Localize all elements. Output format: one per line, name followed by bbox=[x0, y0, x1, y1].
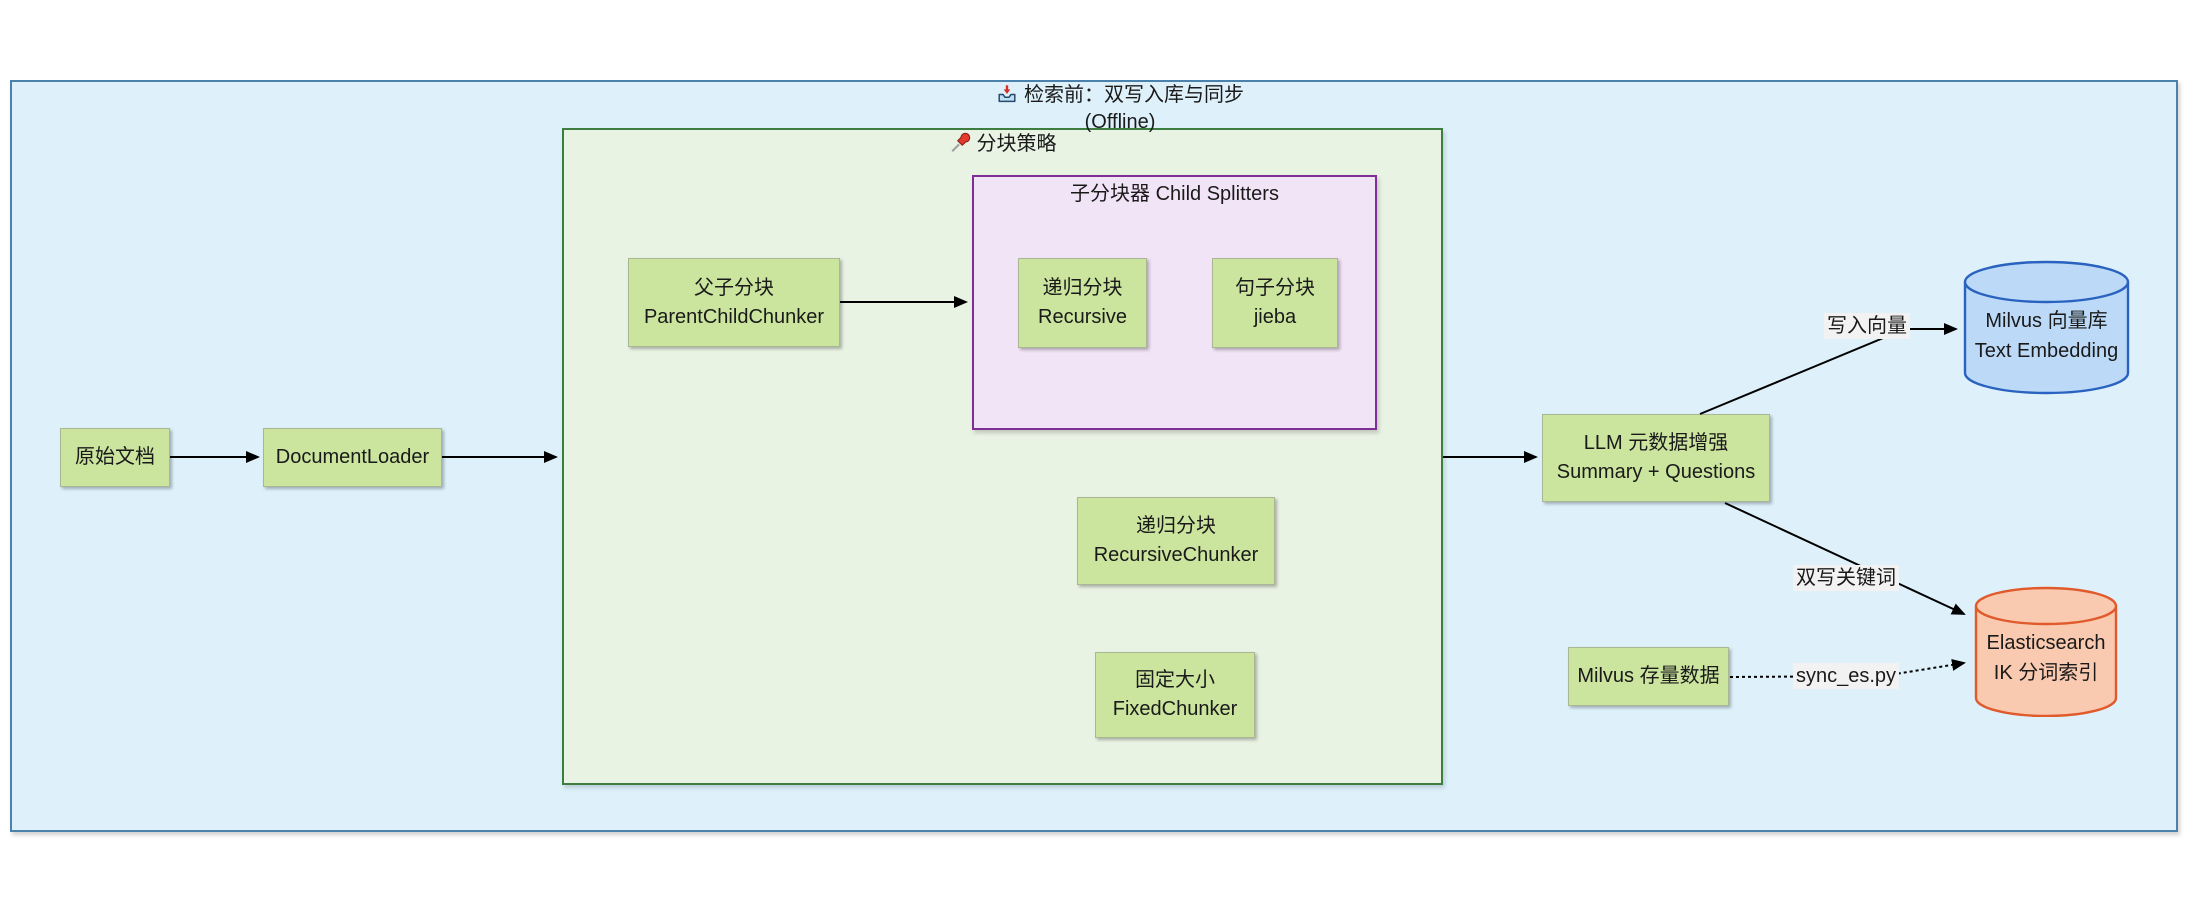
edge-label-write-vector: 写入向量 bbox=[1824, 313, 1910, 339]
node-recursive-child-splitter[interactable]: 递归分块 Recursive bbox=[1018, 258, 1147, 348]
node-recursive-chunker[interactable]: 递归分块 RecursiveChunker bbox=[1077, 497, 1275, 585]
edge-label-dual-write-keywords: 双写关键词 bbox=[1793, 565, 1899, 591]
pushpin-icon bbox=[949, 132, 971, 154]
milvus-database-cylinder[interactable]: Milvus 向量库 Text Embedding bbox=[1963, 260, 2130, 395]
node-document-loader[interactable]: DocumentLoader bbox=[263, 428, 442, 487]
cylinder-shape bbox=[1974, 586, 2118, 718]
milvus-database-label: Milvus 向量库 Text Embedding bbox=[1974, 309, 2119, 362]
diagram-title: 检索前：双写入库与同步 (Offline) bbox=[920, 82, 1320, 136]
edge-label-sync-script: sync_es.py bbox=[1793, 663, 1900, 689]
diagram-title-text: 检索前：双写入库与同步 bbox=[1024, 84, 1244, 106]
node-fixed-chunker[interactable]: 固定大小 FixedChunker bbox=[1095, 652, 1255, 738]
elasticsearch-label: Elasticsearch IK 分词索引 bbox=[1986, 631, 2106, 684]
node-raw-documents[interactable]: 原始文档 bbox=[60, 428, 170, 487]
node-llm-metadata-enrich[interactable]: LLM 元数据增强 Summary + Questions bbox=[1542, 414, 1770, 502]
node-parent-child-chunker[interactable]: 父子分块 ParentChildChunker bbox=[628, 258, 840, 347]
node-milvus-existing-data[interactable]: Milvus 存量数据 bbox=[1568, 647, 1729, 706]
inbox-tray-icon bbox=[996, 83, 1018, 105]
diagram-title-line2: (Offline) bbox=[1084, 111, 1156, 133]
elasticsearch-cylinder[interactable]: Elasticsearch IK 分词索引 bbox=[1974, 586, 2118, 718]
node-sentence-splitter-jieba[interactable]: 句子分块 jieba bbox=[1212, 258, 1338, 348]
chunking-strategy-label: 分块策略 bbox=[562, 131, 1443, 157]
child-splitters-label: 子分块器 Child Splitters bbox=[1070, 183, 1279, 205]
cylinder-shape bbox=[1963, 260, 2130, 395]
diagram-title-line1: 检索前：双写入库与同步 bbox=[920, 82, 1320, 109]
